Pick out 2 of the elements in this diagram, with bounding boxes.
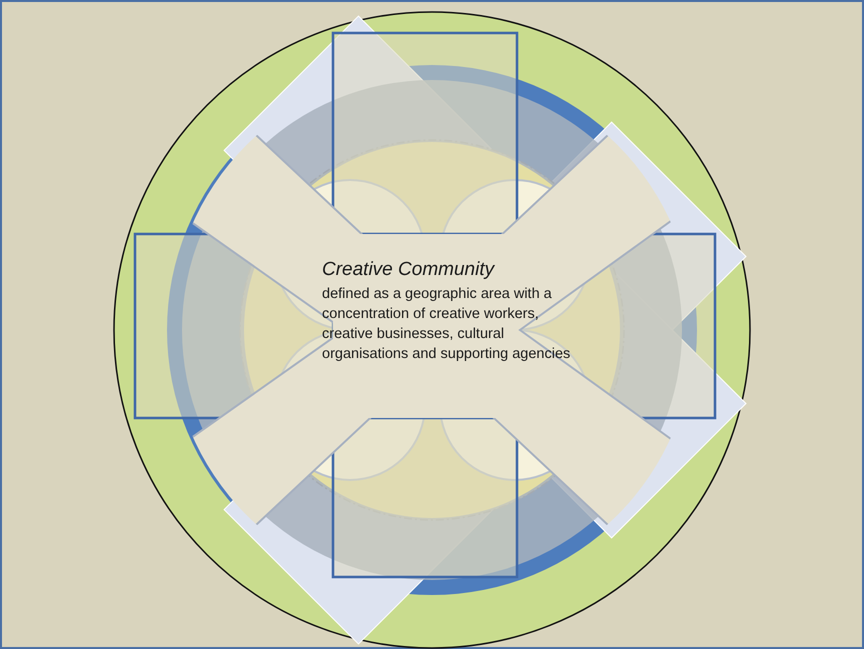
node-title: Creative Community [322, 258, 496, 282]
node-description: defined as a geographic area with a concentration of creative workers, creative businesses, cultural organisations and supporting agencies [322, 285, 572, 364]
